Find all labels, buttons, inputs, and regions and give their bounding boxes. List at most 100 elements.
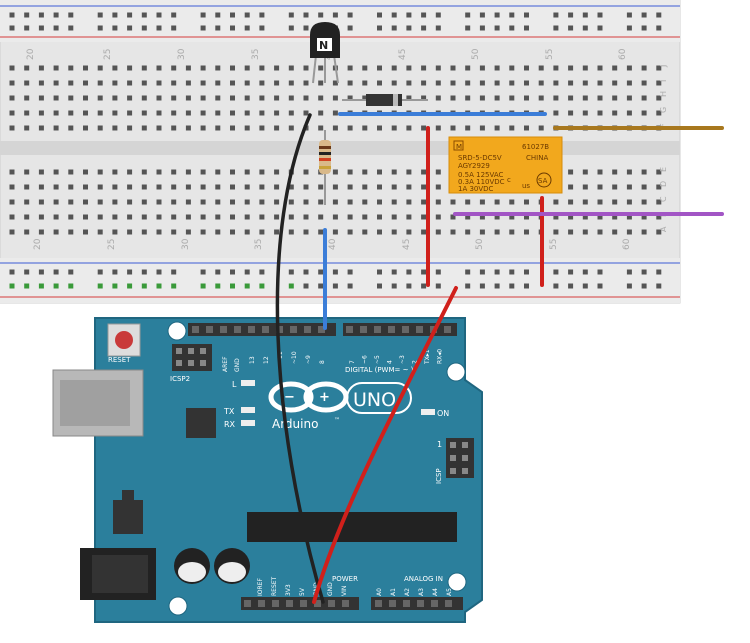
rail-hole (24, 283, 30, 289)
breadboard-hole (303, 169, 309, 175)
breadboard-hole (112, 184, 118, 190)
reset-button-cap[interactable] (115, 331, 133, 349)
breadboard-hole (612, 199, 618, 205)
analog-label: ANALOG IN (404, 575, 443, 583)
header-pin[interactable] (328, 600, 335, 607)
breadboard-hole (215, 110, 221, 116)
breadboard-hole (465, 214, 471, 220)
row-letter: F (659, 123, 668, 128)
led-rx-label: RX (224, 420, 236, 429)
header-pin[interactable] (445, 600, 452, 607)
breadboard-hole (332, 80, 338, 86)
rail-hole (377, 269, 382, 275)
breadboard-hole (582, 214, 588, 220)
rail-hole (435, 283, 441, 289)
breadboard-hole (200, 80, 206, 86)
breadboard-hole (362, 125, 368, 131)
breadboard-hole (185, 125, 191, 131)
header-pin[interactable] (402, 326, 409, 333)
rail-hole (244, 12, 250, 18)
breadboard-hole (156, 125, 162, 131)
digital-pin-label: RX◂0 (437, 349, 444, 364)
rail-hole (421, 269, 427, 275)
header-pin[interactable] (206, 326, 213, 333)
digital-pin-label: TX▸1 (424, 349, 431, 365)
breadboard-hole (200, 65, 206, 71)
header-pin[interactable] (416, 326, 423, 333)
breadboard-hole (127, 95, 133, 101)
breadboard-hole (582, 80, 588, 86)
header-pin[interactable] (318, 326, 325, 333)
header-pin[interactable] (304, 326, 311, 333)
row-letter: E (659, 167, 668, 172)
breadboard-hole (479, 125, 485, 131)
breadboard-hole (568, 80, 574, 86)
digital-pin-label: 13 (249, 356, 256, 364)
analog-pin-label: A2 (404, 588, 411, 596)
rail-hole (288, 25, 294, 31)
row-letter: I (659, 80, 668, 82)
breadboard-hole (641, 184, 647, 190)
breadboard-hole (171, 125, 177, 131)
breadboard-hole (303, 65, 309, 71)
breadboard-hole (171, 80, 177, 86)
rail-hole (377, 283, 382, 289)
breadboard-hole (53, 65, 59, 71)
header-pin[interactable] (248, 326, 255, 333)
rail-hole (553, 25, 559, 31)
breadboard-hole (141, 229, 147, 235)
header-pin[interactable] (290, 326, 297, 333)
header-pin[interactable] (300, 600, 307, 607)
rail-hole (318, 12, 324, 18)
header-pin[interactable] (360, 326, 367, 333)
header-pin[interactable] (192, 326, 199, 333)
rail-hole (509, 283, 515, 289)
header-pin[interactable] (403, 600, 410, 607)
breadboard-hole (200, 110, 206, 116)
header-pin[interactable] (220, 326, 227, 333)
header-pin[interactable] (444, 326, 451, 333)
header-pin[interactable] (346, 326, 353, 333)
header-pin[interactable] (342, 600, 349, 607)
breadboard-hole (274, 169, 280, 175)
rail-hole (641, 269, 647, 275)
rail-hole (524, 269, 529, 275)
breadboard-hole (53, 110, 59, 116)
rail-hole (406, 283, 412, 289)
breadboard-hole (24, 229, 30, 235)
col-number: 20 (26, 48, 36, 60)
rail-hole (53, 12, 59, 18)
header-pin[interactable] (244, 600, 251, 607)
breadboard-hole (318, 80, 324, 86)
breadboard-hole (200, 214, 206, 220)
header-pin[interactable] (389, 600, 396, 607)
breadboard-hole (318, 229, 324, 235)
header-pin[interactable] (374, 326, 381, 333)
breadboard-hole (24, 214, 30, 220)
rail-hole (332, 283, 338, 289)
header-pin[interactable] (262, 326, 269, 333)
breadboard-hole (553, 65, 559, 71)
header-pin[interactable] (417, 600, 424, 607)
arduino-brand-tm: ™ (334, 417, 340, 424)
header-pin[interactable] (388, 326, 395, 333)
rail-hole (421, 25, 427, 31)
header-pin[interactable] (272, 600, 279, 607)
power-pin-label: GND (327, 582, 334, 596)
power-pin-label: IOREF (257, 578, 264, 596)
header-pin[interactable] (234, 326, 241, 333)
header-pin[interactable] (431, 600, 438, 607)
breadboard-hole (141, 95, 147, 101)
rail-hole (303, 269, 309, 275)
header-pin[interactable] (314, 600, 321, 607)
header-pin[interactable] (258, 600, 265, 607)
breadboard-hole (626, 199, 632, 205)
header-pin[interactable] (375, 600, 382, 607)
rail-hole (347, 269, 353, 275)
header-pin[interactable] (286, 600, 293, 607)
row-letter: J (659, 65, 668, 68)
breadboard-hole (656, 110, 662, 116)
breadboard-hole (421, 125, 427, 131)
breadboard-hole (38, 65, 44, 71)
rail-hole (53, 25, 59, 31)
